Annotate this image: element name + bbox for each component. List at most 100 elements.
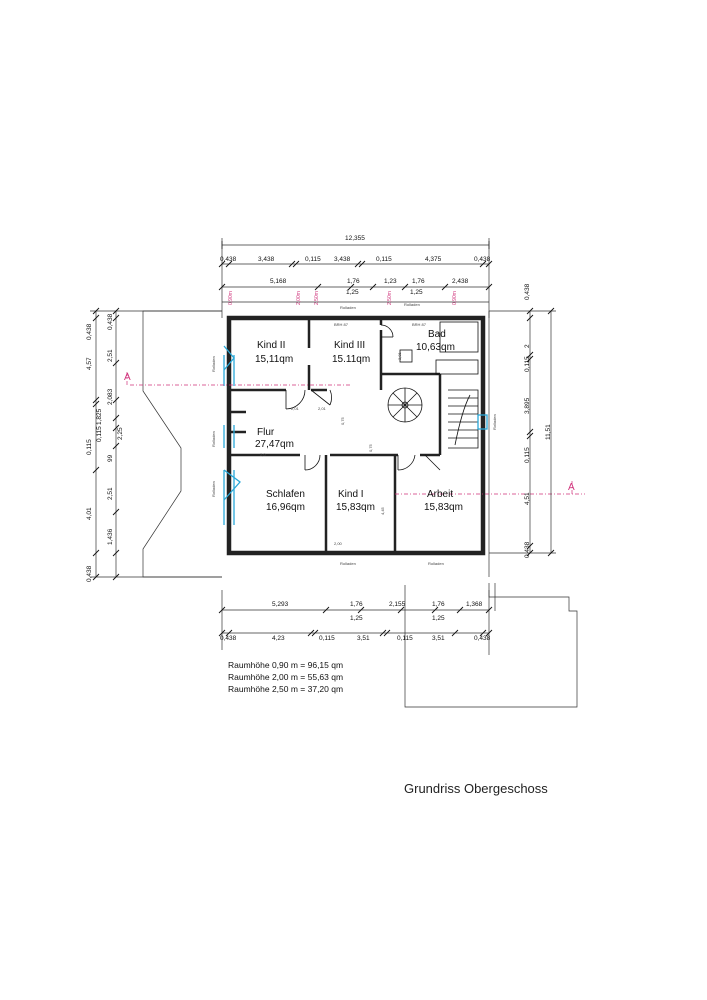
room-area-arbeit: 15,83qm	[424, 502, 463, 513]
dim-tick-bottom2-6	[451, 629, 459, 637]
dim-left-outer-3: 4,01	[86, 507, 93, 520]
dim-tick-right2-0	[547, 307, 555, 315]
rollladen-label-bottom2: Rolladen	[428, 561, 444, 566]
dim-tick-bottom-0	[218, 606, 226, 614]
dim-bottom-row1-sub-0: 1,25	[350, 615, 363, 622]
dim-tick-bottom-4	[431, 606, 439, 614]
dim-right-outer-1: 2	[524, 344, 531, 348]
interior-walls	[229, 318, 442, 553]
dim-tick-top-4	[354, 260, 362, 268]
dim-left-outer-1: 4,57	[86, 357, 93, 370]
dim-left-inner: 0,438 2,51 2,083 1,825 0,115 2,25 99 2,5…	[96, 313, 124, 545]
room-name-bad: Bad	[428, 329, 446, 340]
dim-tick-left2-5	[112, 424, 120, 432]
dim-tick-left-3	[92, 400, 100, 408]
dim-tick-bottom2-2	[307, 629, 315, 637]
area-note-2: Raumhöhe 2,00 m = 55,63 qm	[228, 672, 343, 682]
dim-bottom-row1: 5,293 1,76 2,155 1,76 1,368 1,25 1,25	[272, 601, 483, 622]
dim-tick-top2-0	[218, 283, 226, 291]
dim-tick-left-0	[92, 307, 100, 315]
dim-tick-right-4	[526, 428, 534, 436]
room-area-kind1: 15,83qm	[336, 502, 375, 513]
dim-tick-top-1	[225, 260, 233, 268]
dim-top-row2-2: 1,23	[384, 278, 397, 285]
area-note-3: Raumhöhe 2,50 m = 37,20 qm	[228, 684, 343, 694]
dim-tick-left2-3	[112, 396, 120, 404]
dim-tick-left-6	[92, 573, 100, 581]
rollladen-label-left2: Rolladen	[211, 431, 216, 447]
dim-left-outer: 0,438 4,57 0,115 4,01 0,438	[86, 323, 93, 582]
dim-bottom-row2: 0,438 4,23 0,115 3,51 0,115 3,51 0,438	[220, 635, 491, 642]
dim-tick-top2-6	[485, 283, 493, 291]
rollladen-label-top1: Rolladen	[340, 305, 356, 310]
dim-top-row2-3: 1,76	[412, 278, 425, 285]
dim-tick-left2-9	[112, 573, 120, 581]
dim-top-row2-sub-0: 1,25	[346, 289, 359, 296]
section-label-left: A	[124, 372, 131, 383]
dim-tick-left2-1	[112, 314, 120, 322]
dim-right-outer-3: 3,895	[524, 397, 531, 414]
dim-tick-left2-6	[112, 442, 120, 450]
door-dim-4: 0,75	[368, 443, 373, 452]
windows	[223, 345, 488, 525]
rollladen-label-top2: Rolladen	[404, 302, 420, 307]
dim-tick-right-2	[526, 351, 534, 359]
dim-tick-left2-0	[112, 307, 120, 315]
room-area-bad: 10,63qm	[416, 342, 455, 353]
dim-top-row2-sub-1: 1,25	[410, 289, 423, 296]
dim-top-row1-0: 0,438	[220, 256, 237, 263]
dim-tick-bottom2-8	[485, 629, 493, 637]
area-note-1: Raumhöhe 0,90 m = 96,15 qm	[228, 660, 343, 670]
dim-left-inner-2: 2,083	[107, 388, 114, 405]
dim-tick-bottom2-4	[379, 629, 387, 637]
dim-left-inner-1: 2,51	[107, 349, 114, 362]
door-dim-8: 2,0	[260, 452, 266, 457]
exterior-walls	[226, 315, 486, 556]
dim-top-row2: 5,168 1,76 1,23 1,76 2,438 1,25 1,25	[270, 278, 469, 296]
dim-tick-top2-3	[369, 283, 377, 291]
dim-bottom-row2-2: 0,115	[319, 635, 335, 642]
dim-tick-left2-8	[112, 549, 120, 557]
dim-top-row1-4: 0,115	[376, 256, 392, 263]
dim-top-row2-1: 1,76	[347, 278, 360, 285]
dim-bottom-row1-4: 1,368	[466, 601, 483, 608]
door-dim-5: 3,01	[397, 351, 402, 360]
dim-left-inner-8: 1,436	[107, 528, 114, 545]
dim-tick-top-5	[358, 260, 366, 268]
dim-tick-bottom-6	[485, 606, 493, 614]
room-area-schlafen: 16,96qm	[266, 502, 305, 513]
room-area-flur: 27,47qm	[255, 439, 294, 450]
room-area-kind3: 15.11qm	[332, 354, 370, 365]
dim-bottom-row1-2: 2,155	[389, 601, 406, 608]
brh-label-2: BRH 87	[412, 322, 427, 327]
dim-tick-right-7	[526, 549, 534, 557]
dim-bottom-row1-3: 1,76	[432, 601, 445, 608]
dim-top-row1-1: 3,438	[258, 256, 275, 263]
dim-top-row1-6: 0,438	[474, 256, 491, 263]
dim-tick-top-7	[485, 260, 493, 268]
dim-top-row2-4: 2,438	[452, 278, 469, 285]
dim-bottom-row1-1: 1,76	[350, 601, 363, 608]
dim-top-row1-5: 4,375	[425, 256, 442, 263]
dim-bottom-row2-5: 3,51	[432, 635, 445, 642]
straight-staircase	[448, 389, 479, 449]
door-dim-7: 2,00	[334, 541, 343, 546]
dim-tick-left-2	[92, 396, 100, 404]
door-dim-3: 0,75	[340, 416, 345, 425]
dim-right-outer-5: 4,51	[524, 492, 531, 505]
dim-tick-right-1	[526, 314, 534, 322]
room-name-kind3: Kind III	[334, 340, 365, 351]
door-dim-1: 2,01	[291, 406, 300, 411]
dim-left-inner-7: 2,51	[107, 487, 114, 500]
right-dimension-lines	[489, 307, 556, 557]
section-line	[126, 370, 585, 495]
dim-top-total: 12,355	[345, 235, 365, 242]
dim-tick-bottom-1	[322, 606, 330, 614]
dim-right-outer: 0,438 2 0,115 3,895 0,115 4,51 0,438	[524, 283, 531, 558]
dim-tick-top-0	[218, 260, 226, 268]
dim-right-outer-2: 0,115	[524, 356, 531, 372]
dim-tick-bottom2-7	[479, 629, 487, 637]
dim-right-total: 11,51	[545, 424, 552, 440]
bottom-dimension-lines	[218, 590, 493, 655]
dim-right-outer-6: 0,438	[524, 541, 531, 558]
